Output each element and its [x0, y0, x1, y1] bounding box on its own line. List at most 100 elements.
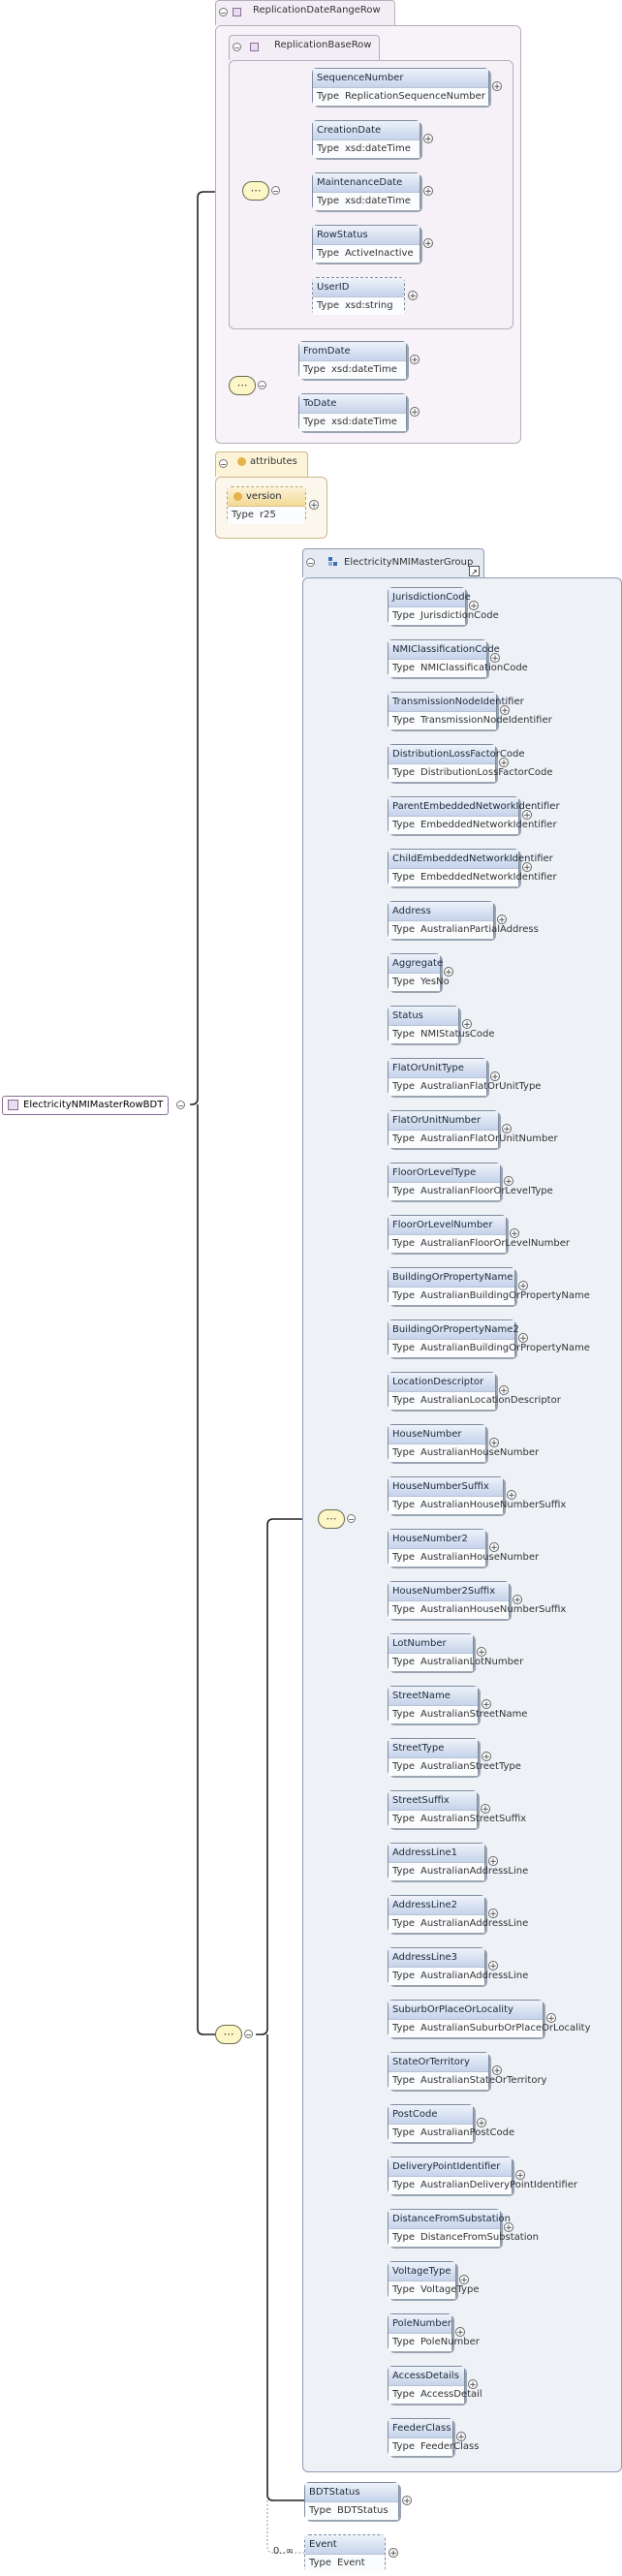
expand-toggle-master-25[interactable]: +: [488, 1909, 498, 1919]
expand-toggle-master-17[interactable]: +: [507, 1490, 516, 1501]
expand-toggle-master-32[interactable]: +: [459, 2275, 469, 2285]
expand-toggle-master-7[interactable]: +: [444, 967, 453, 978]
expand-toggle-master-27[interactable]: +: [546, 2013, 556, 2024]
expand-toggle-master-24[interactable]: +: [488, 1856, 498, 1867]
expand-toggle-master-21[interactable]: +: [482, 1699, 491, 1710]
attributes-tab[interactable]: attributes: [215, 451, 308, 477]
expand-toggle-base-3[interactable]: +: [423, 238, 433, 249]
expand-toggle-base-2[interactable]: +: [423, 186, 433, 197]
sequence-compositor-main[interactable]: ⋯: [215, 2025, 242, 2044]
expand-toggle-tail-1[interactable]: +: [389, 2548, 398, 2559]
root-element-box[interactable]: ElectricityNMIMasterRowBDT: [2, 1096, 169, 1115]
expand-toggle-master-34[interactable]: +: [468, 2379, 478, 2390]
expand-toggle-master-0[interactable]: +: [469, 601, 479, 611]
collapse-sequence-main[interactable]: −: [244, 2030, 253, 2039]
expand-toggle-master-10[interactable]: +: [502, 1124, 512, 1134]
expand-toggle-master-5[interactable]: +: [522, 862, 532, 873]
collapse-root[interactable]: −: [176, 1101, 185, 1110]
expand-toggle-master-6[interactable]: +: [497, 915, 507, 925]
replication-date-range-row-tab[interactable]: ReplicationDateRangeRow: [215, 0, 395, 25]
expand-toggle-master-3[interactable]: +: [499, 758, 509, 768]
expand-toggle-master-11[interactable]: +: [504, 1176, 513, 1187]
collapse-master-group[interactable]: −: [306, 558, 315, 568]
collapse-attributes[interactable]: −: [219, 459, 228, 469]
expand-toggle-master-30[interactable]: +: [515, 2170, 525, 2181]
expand-toggle-date-0[interactable]: +: [410, 355, 420, 365]
expand-toggle-master-18[interactable]: +: [489, 1542, 499, 1553]
expand-toggle-master-9[interactable]: +: [490, 1071, 500, 1082]
expand-toggle-master-19[interactable]: +: [513, 1595, 522, 1605]
expand-toggle-master-33[interactable]: +: [455, 2327, 465, 2338]
sequence-compositor-base-row[interactable]: ⋯: [242, 181, 269, 201]
expand-toggle-master-16[interactable]: +: [489, 1438, 499, 1448]
expand-toggle-master-20[interactable]: +: [477, 1647, 486, 1658]
sequence-compositor-dates[interactable]: ⋯: [229, 376, 256, 395]
expand-toggle-base-0[interactable]: +: [492, 81, 502, 92]
expand-toggle-master-23[interactable]: +: [481, 1804, 490, 1815]
expand-toggle-master-14[interactable]: +: [518, 1333, 528, 1344]
expand-toggle-tail-0[interactable]: +: [402, 2496, 412, 2506]
expand-toggle-master-35[interactable]: +: [456, 2432, 466, 2442]
collapse-sequence-dates[interactable]: −: [258, 381, 266, 390]
expand-toggle-master-31[interactable]: +: [504, 2222, 513, 2233]
expand-toggle-master-26[interactable]: +: [488, 1961, 498, 1971]
link-icon[interactable]: ↗: [469, 566, 480, 576]
collapse-replication-base-row[interactable]: −: [233, 43, 241, 52]
expand-toggle-master-28[interactable]: +: [492, 2065, 502, 2076]
expand-toggle-master-15[interactable]: +: [499, 1385, 509, 1396]
expand-toggle-master-8[interactable]: +: [462, 1019, 472, 1030]
expand-toggle-master-12[interactable]: +: [510, 1228, 519, 1239]
expand-toggle-master-13[interactable]: +: [518, 1281, 528, 1291]
master-group-tab[interactable]: ElectricityNMIMasterGroup: [302, 548, 484, 577]
expand-toggle-master-29[interactable]: +: [477, 2118, 486, 2128]
expand-toggle-version[interactable]: +: [309, 500, 319, 511]
collapse-replication-date-range-row[interactable]: −: [219, 8, 228, 17]
expand-toggle-base-1[interactable]: +: [423, 134, 433, 144]
expand-toggle-base-4[interactable]: +: [408, 291, 418, 301]
expand-toggle-master-4[interactable]: +: [522, 810, 532, 821]
expand-toggle-master-1[interactable]: +: [490, 653, 500, 664]
collapse-sequence-base-row[interactable]: −: [271, 186, 280, 196]
